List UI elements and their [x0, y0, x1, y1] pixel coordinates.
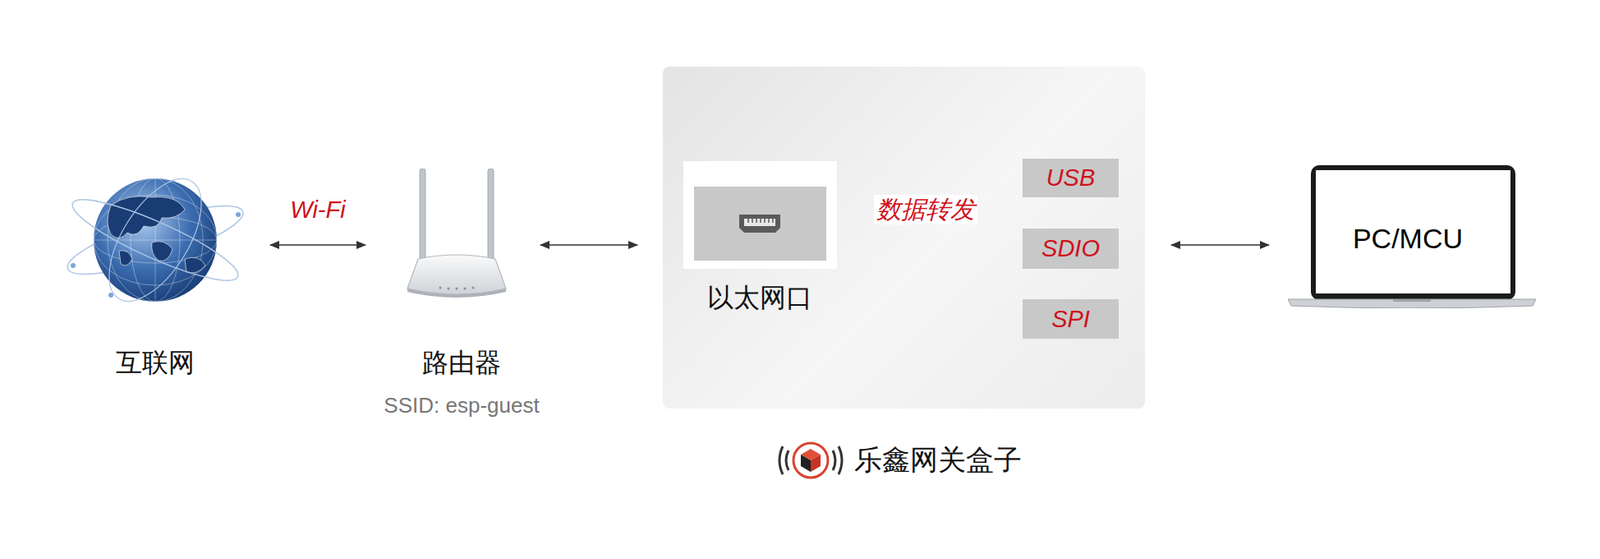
logo-wave: [838, 445, 842, 474]
laptop-screen: [1315, 170, 1511, 294]
globe-grid: [93, 178, 217, 302]
ethernet-port: 以太网口: [683, 160, 837, 269]
orbit-dots: [70, 211, 241, 298]
antenna: [487, 168, 494, 261]
globe: [93, 178, 217, 302]
edge-label: Wi-Fi: [287, 195, 348, 225]
port-panel: [694, 186, 827, 261]
node-label: 互联网: [115, 346, 195, 378]
router-node: 路由器SSID: esp-guest: [403, 168, 511, 301]
logo-wave: [832, 450, 836, 470]
orbit: [91, 168, 221, 312]
router-leds: [439, 286, 475, 290]
globe-illustration: [61, 168, 250, 312]
laptop-base: [1287, 298, 1536, 309]
logo-cube-right: [810, 454, 821, 472]
connector-arrow: [540, 243, 638, 246]
laptop-bezel: [1310, 165, 1516, 300]
brand-logo: [776, 433, 846, 487]
node-label: 路由器: [422, 346, 502, 378]
interface-box: SDIO: [1022, 228, 1119, 269]
router-base: [407, 288, 506, 298]
connector-arrow: [1171, 243, 1269, 246]
node-label: 以太网口: [707, 281, 813, 313]
gateway-box: 乐鑫网关盒子 以太网口USBSDIOSPI: [662, 66, 1145, 409]
node-label: USB: [1046, 163, 1096, 193]
connector-arrow: [270, 243, 366, 246]
node-label: 乐鑫网关盒子: [854, 442, 1022, 477]
router-illustration: [403, 168, 511, 301]
logo-wave: [786, 450, 789, 470]
interface-box: SPI: [1022, 298, 1119, 339]
orbit: [65, 186, 246, 294]
logo-wave: [779, 445, 783, 474]
laptop-notch: [1393, 298, 1431, 302]
ethernet-icon: [739, 214, 781, 233]
antenna: [419, 168, 426, 261]
edge-label: 数据转发: [873, 194, 978, 225]
node-label: SPI: [1051, 304, 1090, 334]
logo-ring: [793, 442, 828, 478]
node-label: SSID: esp-guest: [383, 392, 539, 419]
ethernet-port-illustration: [683, 160, 837, 269]
pc-node: PC/MCU: [1287, 165, 1536, 309]
internet-node: 互联网: [61, 168, 250, 312]
logo-cube-left: [800, 454, 811, 472]
node-label: PC/MCU: [1352, 221, 1463, 256]
node-label: SDIO: [1041, 234, 1100, 263]
interface-box: USB: [1022, 158, 1119, 198]
router-body: [407, 254, 506, 295]
